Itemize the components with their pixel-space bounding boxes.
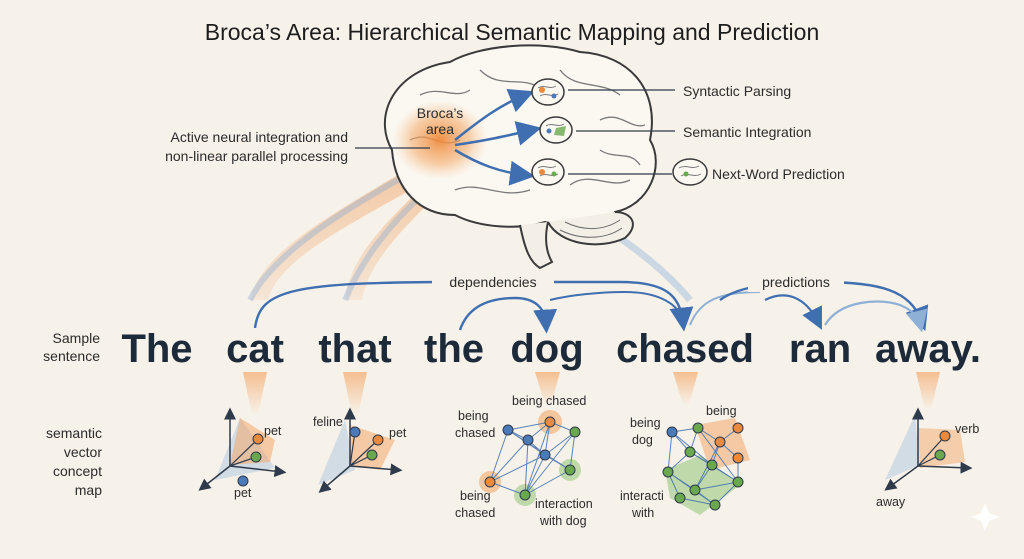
function-next-word-prediction: Next-Word Prediction xyxy=(712,166,845,182)
cat-label-pet-1: pet xyxy=(264,424,282,438)
arc-label-dependencies: dependencies xyxy=(449,274,536,290)
function-syntactic-parsing: Syntactic Parsing xyxy=(683,83,791,99)
row-label-vector-1: semantic xyxy=(46,425,102,441)
row-label-vector-3: concept xyxy=(53,463,102,479)
concept-map-dog: being chased being chased being chased i… xyxy=(455,394,593,528)
broca-label-line2: area xyxy=(426,121,454,137)
arc-cat-chased xyxy=(253,280,694,332)
concept-map-chased: being being dog interacti with xyxy=(620,404,750,520)
word-dog: dog xyxy=(510,327,583,371)
note-line1: Active neural integration and xyxy=(171,129,348,145)
word-cat: cat xyxy=(226,327,284,371)
row-label-vector-2: vector xyxy=(64,444,102,460)
row-label-vector-4: map xyxy=(75,482,102,498)
mini-brain-prediction xyxy=(531,158,565,186)
concept-cones xyxy=(243,372,940,415)
arc-label-bg-predictions xyxy=(748,272,844,292)
word-away: away. xyxy=(875,327,981,371)
that-label-feline: feline xyxy=(313,415,343,429)
sparkle-icon xyxy=(971,503,999,531)
chased-label-being-2: being xyxy=(630,416,661,430)
concept-map-that: feline pet xyxy=(313,407,407,493)
word-that: that xyxy=(318,327,391,371)
chased-label-interacti: interacti xyxy=(620,489,664,503)
arc-label-bg-dependencies xyxy=(432,272,554,292)
concept-map-away: verb away xyxy=(876,407,979,509)
chased-label-being: being xyxy=(706,404,737,418)
arc-ran-away xyxy=(824,300,928,333)
broca-area-highlight xyxy=(392,100,488,180)
row-label-sentence-2: sentence xyxy=(43,348,100,364)
broca-label-line1: Broca’s xyxy=(417,105,463,121)
diagram-title: Broca’s Area: Hierarchical Semantic Mapp… xyxy=(205,19,820,45)
row-label-sentence-1: Sample xyxy=(53,330,101,346)
word-ran: ran xyxy=(789,327,851,371)
that-label-pet: pet xyxy=(389,426,407,440)
mini-brain-semantic xyxy=(539,116,573,144)
dog-label-with-dog: with dog xyxy=(539,514,587,528)
arc-label-predictions: predictions xyxy=(762,274,830,290)
chased-label-with: with xyxy=(631,506,654,520)
note-line2: non-linear parallel processing xyxy=(165,148,348,164)
arc-predict-ran xyxy=(764,294,822,330)
word-chased: chased xyxy=(616,327,754,371)
dog-label-being-chased: being chased xyxy=(512,394,586,408)
away-label-verb: verb xyxy=(955,422,979,436)
mini-brain-icon xyxy=(672,158,708,186)
arc-chased-ran-base xyxy=(689,291,761,326)
dog-label-chased-1: chased xyxy=(455,426,495,440)
sample-sentence: The cat that the dog chased ran away. xyxy=(121,327,981,371)
function-semantic-integration: Semantic Integration xyxy=(683,124,811,140)
chased-label-dog: dog xyxy=(632,433,653,447)
word-the-2: the xyxy=(424,327,484,371)
concept-map-cat: pet pet xyxy=(198,407,287,500)
dog-label-being-1: being xyxy=(458,409,489,423)
mini-brain-syntactic xyxy=(531,78,565,106)
away-label-away: away xyxy=(876,495,906,509)
dog-label-interaction: interaction xyxy=(535,497,593,511)
dog-label-being-2: being xyxy=(460,489,491,503)
word-the-1: The xyxy=(121,327,192,371)
dependency-arcs xyxy=(253,280,929,334)
brain-stem xyxy=(519,221,554,270)
cat-label-pet-2: pet xyxy=(234,486,252,500)
arc-the-dog xyxy=(458,296,558,334)
brain-illustration: Broca’s area xyxy=(355,44,708,270)
dog-label-chased-2: chased xyxy=(455,506,495,520)
arc-dog-chased xyxy=(549,290,684,323)
